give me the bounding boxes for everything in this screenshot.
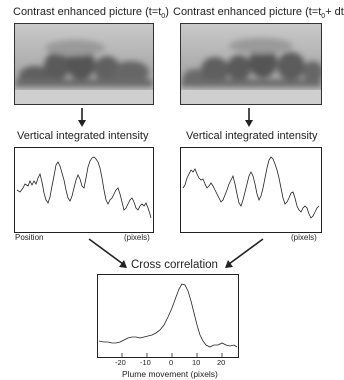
left-intensity-plot [14,147,154,233]
right-title-subscript: 0 [321,13,326,21]
left-contrast-picture [14,23,154,105]
right-intensity-curve [182,156,320,219]
left-pixels-label: (pixels) [124,233,150,242]
x-axis-ticks [121,353,223,357]
down-arrow-icon [78,108,86,127]
x-tick-label: 10 [192,358,201,367]
diagonal-arrow-icon [88,238,127,268]
x-tick-label: -20 [115,358,126,367]
right-pixels-label: (pixels) [291,233,317,242]
cross-correlation-plot [97,274,239,358]
cross-correlation-x-label: Plume movement (pixels) [122,369,218,379]
left-title-end: ) [165,6,169,18]
x-tick-label: 0 [169,358,174,367]
left-intensity-curve [16,156,152,219]
right-picture-title: Contrast enhanced picture (t=t0+ dt) [173,6,344,20]
left-position-label: Position [15,233,44,242]
right-intensity-title: Vertical integrated intensity [186,130,318,142]
left-title-subscript: 0 [161,13,166,21]
cross-correlation-title: Cross correlation [131,259,218,271]
cross-correlation-curve [98,283,238,348]
right-title-text: Contrast enhanced picture (t=t [173,6,322,18]
down-arrow-icon [245,108,253,127]
left-title-text: Contrast enhanced picture (t=t [13,6,162,18]
x-tick-label: -10 [140,358,151,367]
left-picture-title: Contrast enhanced picture (t=t0) [13,6,169,20]
right-title-end: + dt) [325,6,344,18]
right-contrast-picture [180,23,322,105]
x-tick-label: 20 [217,358,226,367]
left-intensity-title: Vertical integrated intensity [17,130,149,142]
diagonal-arrow-icon [225,238,264,268]
right-intensity-plot [180,147,322,233]
